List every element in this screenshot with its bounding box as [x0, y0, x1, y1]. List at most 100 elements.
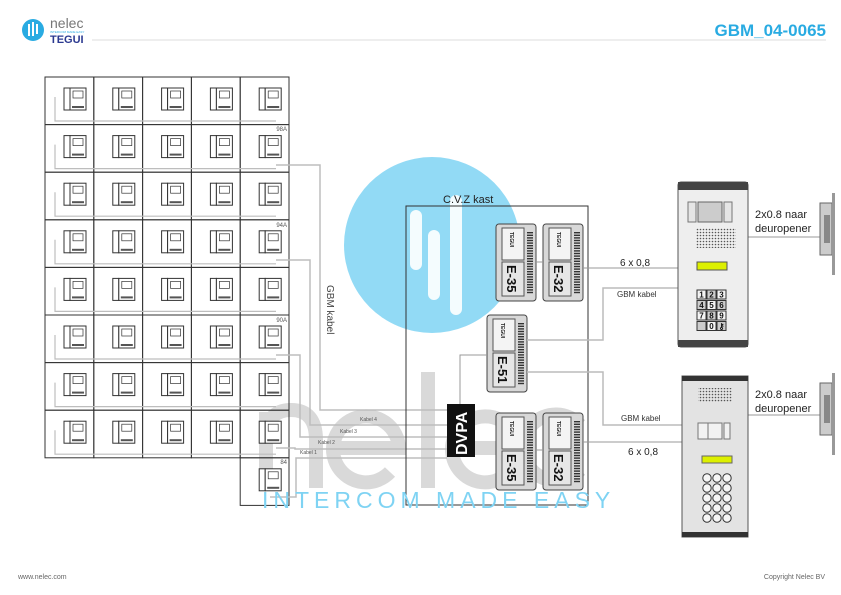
- apartment-grid: [44, 76, 290, 506]
- svg-text:2: 2: [709, 291, 714, 300]
- floor-wire: [54, 335, 276, 360]
- apartment-cell: [93, 362, 144, 411]
- apartment-cell: [93, 171, 144, 221]
- indoor-monitor-icon: [63, 325, 87, 349]
- brand-top: nelec: [50, 15, 83, 31]
- apartment-cell: [190, 171, 241, 221]
- document-id: GBM_04-0065: [714, 21, 826, 40]
- keypad-key: 6: [716, 300, 727, 310]
- apartment-cell: [190, 362, 241, 411]
- keypad-key: [702, 473, 712, 483]
- indoor-monitor-icon: [161, 420, 185, 444]
- apartment-cell: [190, 124, 241, 173]
- apartment-cell: [44, 219, 95, 268]
- keypad-key: ⚷: [716, 321, 727, 331]
- indoor-monitor-icon: [209, 135, 233, 159]
- apartment-cell: [239, 266, 290, 316]
- footer-copyright: Copyright Nelec BV: [764, 574, 825, 581]
- floor-wire: [54, 192, 276, 217]
- keypad-key: [712, 483, 722, 493]
- apartment-cell: [190, 219, 241, 268]
- cabinet-title: C.V.Z kast: [443, 194, 493, 206]
- floor-wire: [54, 287, 276, 312]
- apartment-cell: [142, 124, 192, 173]
- watermark-tagline: INTERCOM MADE EASY: [262, 487, 615, 513]
- keypad-key: 7: [696, 310, 707, 321]
- apartment-cell: [190, 266, 241, 316]
- door1-label-line1: 2x0.8 naar: [755, 209, 807, 221]
- brand-bottom: TEGUI: [50, 34, 84, 46]
- keypad-key: [702, 483, 712, 493]
- cable-label: Kabel 3: [340, 429, 357, 435]
- svg-text:8: 8: [709, 312, 714, 321]
- apartment-cell: [142, 266, 192, 316]
- indoor-monitor-icon: [209, 420, 233, 444]
- indoor-monitor-icon: [209, 182, 233, 206]
- indoor-monitor-icon: [63, 230, 87, 254]
- keypad-key: 1: [696, 289, 707, 300]
- door2-label-line2: deuropener: [755, 403, 812, 415]
- apartment-cell: [142, 362, 192, 411]
- apartment-cell: [239, 362, 290, 411]
- indoor-monitor-icon: [63, 182, 87, 206]
- apartment-cell: [190, 409, 241, 459]
- apartment-cell: [93, 219, 144, 268]
- apartment-cell: [142, 314, 192, 364]
- indoor-monitor-icon: [63, 420, 87, 444]
- indoor-monitor-icon: [161, 325, 185, 349]
- indoor-monitor-icon: [209, 325, 233, 349]
- keypad-key: [722, 493, 732, 503]
- panel2-bus-label: GBM kabel: [621, 414, 661, 423]
- svg-text:7: 7: [699, 312, 704, 321]
- keypad-key: 2: [706, 289, 717, 300]
- apartment-cell: [142, 76, 192, 126]
- indoor-monitor-icon: [161, 230, 185, 254]
- indoor-monitor-icon: [63, 135, 87, 159]
- floor-wire: [54, 239, 276, 265]
- module-label: E-32: [551, 454, 566, 481]
- indoor-monitor-icon: [112, 277, 136, 301]
- keypad-key: [712, 493, 722, 503]
- svg-text:⚷: ⚷: [719, 322, 725, 331]
- cable-label: Kabel 4: [360, 417, 377, 423]
- floor-wire: [54, 144, 276, 170]
- keypad-key: 3: [716, 289, 727, 300]
- indoor-monitor-icon: [112, 230, 136, 254]
- indoor-monitor-icon: [258, 182, 282, 206]
- floor-label: 98A: [276, 127, 287, 133]
- module-label: E-35: [504, 265, 519, 292]
- connection-lines: [459, 236, 820, 451]
- apartment-cell: [142, 219, 192, 268]
- floor-wire: [54, 382, 276, 408]
- indoor-monitor-icon: [209, 87, 233, 111]
- svg-text:5: 5: [709, 301, 714, 310]
- indoor-monitor-icon: [161, 182, 185, 206]
- indoor-monitor-icon: [112, 182, 136, 206]
- keypad-key: [712, 513, 722, 523]
- apartment-cell: [190, 314, 241, 364]
- dvpa-label: DVPA: [454, 411, 471, 455]
- indoor-monitor-icon: [112, 325, 136, 349]
- apartment-cell: [44, 171, 95, 221]
- indoor-monitor-icon: [209, 277, 233, 301]
- gbm-cable-label: GBM kabel: [324, 285, 335, 334]
- apartment-cell: [239, 457, 290, 506]
- svg-text:4: 4: [699, 301, 704, 310]
- keypad-key: 0: [706, 321, 717, 331]
- indoor-monitor-icon: [161, 135, 185, 159]
- keypad-key: [712, 503, 722, 513]
- indoor-monitor-icon: [258, 420, 282, 444]
- door2-label-line1: 2x0.8 naar: [755, 389, 807, 401]
- indoor-monitor-icon: [112, 135, 136, 159]
- footer-website: www.nelec.com: [17, 574, 67, 581]
- floor-label: 94A: [276, 223, 287, 229]
- indoor-monitor-icon: [63, 87, 87, 111]
- lcd-display: [701, 455, 733, 464]
- apartment-cell: [93, 314, 144, 364]
- apartment-cell: [93, 124, 144, 173]
- floor-wire: [54, 97, 276, 122]
